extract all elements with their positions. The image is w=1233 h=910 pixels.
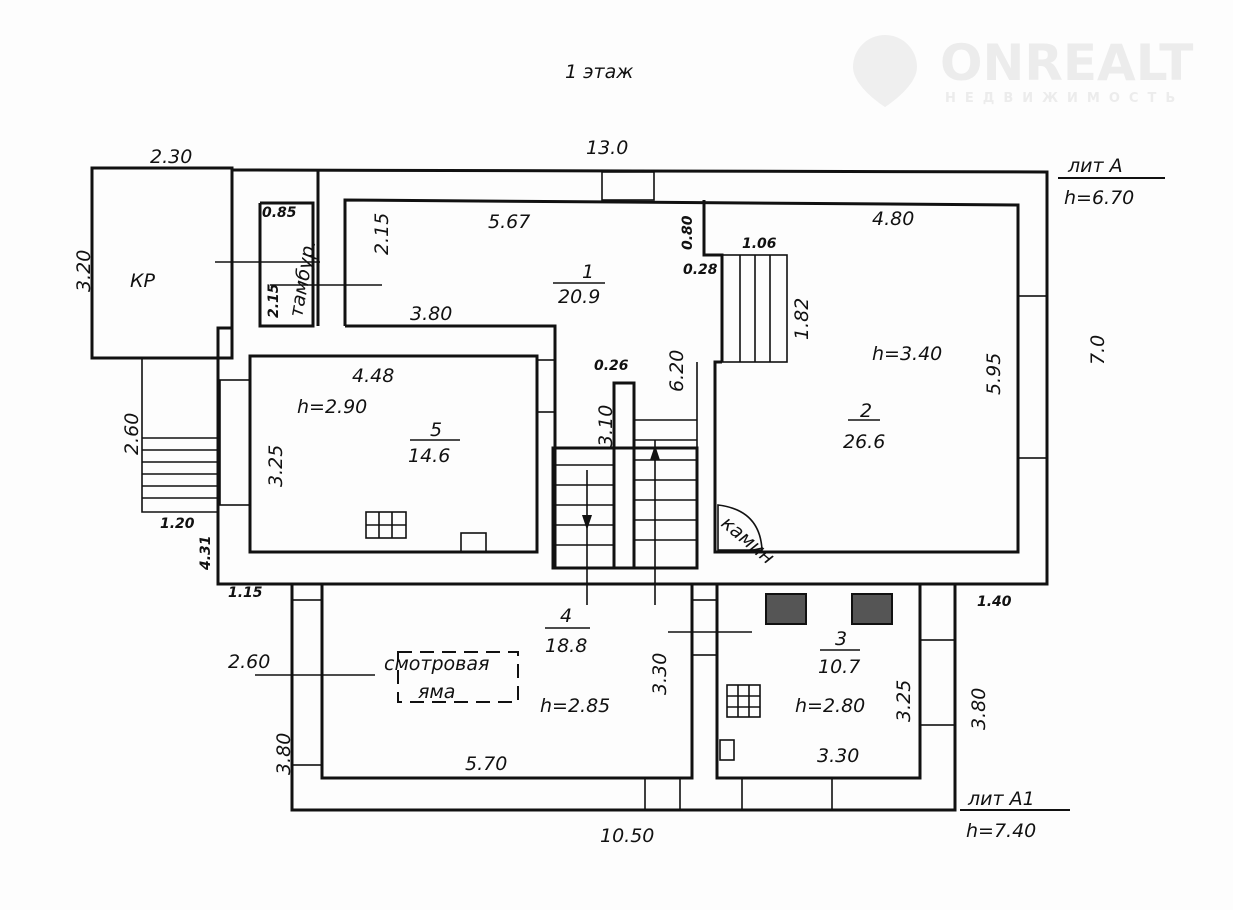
- dim-kr-depth: 3.20: [73, 250, 95, 292]
- plan-shape: [551, 446, 699, 570]
- dim-r3-h: 3.25: [893, 680, 915, 722]
- dim-r3-w: 3.30: [817, 745, 859, 767]
- dim-a1-offset-left: 1.15: [228, 585, 263, 601]
- dim-r4-h: 3.30: [649, 653, 671, 695]
- watermark: ONREALT НЕДВИЖИМОСТЬ: [853, 34, 1193, 107]
- door: [536, 359, 556, 413]
- room-3-area: 10.7: [818, 656, 860, 678]
- dim-r2-h: 5.95: [983, 353, 1005, 395]
- plan-shape: [726, 684, 761, 718]
- dim-bottom-total: 10.50: [600, 825, 654, 847]
- room-4-height: h=2.85: [540, 695, 610, 717]
- watermark-tagline: НЕДВИЖИМОСТЬ: [945, 91, 1184, 106]
- kr-outline: [90, 166, 234, 360]
- window: [601, 171, 655, 201]
- lit-a1-label: лит А1: [967, 788, 1035, 810]
- dim-r2-w: 4.80: [872, 208, 914, 230]
- boiler-icon: [460, 532, 487, 553]
- door: [691, 599, 718, 656]
- dim-stair-len: 1.82: [791, 298, 813, 340]
- lit-a-height: h=6.70: [1064, 187, 1134, 209]
- room-2-number: 2: [860, 400, 872, 422]
- stove-icon: [726, 684, 761, 718]
- room-4-area: 18.8: [545, 635, 587, 657]
- dim-right-total: 7.0: [1087, 335, 1109, 365]
- walls: [90, 166, 1165, 812]
- window: [219, 379, 251, 506]
- plan-shape: [582, 515, 592, 530]
- watermark-brand: ONREALT: [940, 34, 1193, 92]
- room-3-height: h=2.80: [795, 695, 865, 717]
- room-1-area: 20.9: [558, 286, 600, 308]
- window: [291, 599, 323, 766]
- plan-shape: [702, 200, 724, 362]
- porch-stairs: [141, 358, 218, 513]
- room-5-height: h=2.90: [297, 396, 367, 418]
- dim-kr-width: 2.30: [150, 146, 192, 168]
- plan-shape: [141, 358, 218, 513]
- dim-porch-w: 1.20: [160, 516, 195, 532]
- plan-shape: [320, 582, 694, 780]
- plan-shape: [216, 168, 1049, 586]
- gate: [741, 777, 833, 811]
- dim-pit-depth: 2.60: [228, 651, 270, 673]
- dim-stair-w: 1.06: [742, 236, 777, 252]
- room-5-area: 14.6: [408, 445, 450, 467]
- room-2-area: 26.6: [843, 431, 885, 453]
- inspection-pit-label: смотровая: [384, 653, 489, 675]
- dim-stair-run: 3.10: [595, 405, 617, 447]
- room-kr-label: КР: [130, 270, 155, 292]
- room-1-number: 1: [582, 261, 594, 283]
- dim-niche-w: 0.28: [683, 262, 718, 278]
- dim-porch-len: 2.60: [121, 413, 143, 455]
- dim-r1-h: 2.15: [371, 213, 393, 255]
- room-5-number: 5: [430, 419, 442, 441]
- room-4-number: 4: [560, 605, 572, 627]
- fireplace-label: камин: [717, 512, 779, 569]
- plan-shape: [258, 201, 315, 328]
- dim-vest-width: 0.85: [262, 205, 297, 221]
- dim-top-total: 13.0: [586, 137, 628, 159]
- dim-a1-left: 3.80: [273, 733, 295, 775]
- window: [1017, 295, 1048, 459]
- dim-left-total: 4.31: [198, 535, 214, 571]
- stove-icon: [365, 511, 407, 539]
- inspection-pit-label-2: яма: [418, 681, 455, 703]
- inspection-pit-outline: [397, 651, 519, 703]
- watermark-logo-icon: [853, 35, 917, 107]
- hatched-block: [765, 593, 807, 625]
- plan-shape: [612, 381, 636, 570]
- dim-r4-w: 5.70: [465, 753, 507, 775]
- plan-title: 1 этаж: [565, 61, 633, 83]
- plan-shape: [650, 445, 660, 460]
- dim-niche-h: 0.80: [680, 215, 696, 250]
- plan-shape: [345, 324, 557, 568]
- vestibule-label: тамбур.: [285, 238, 320, 319]
- dim-a1-offset-right: 1.40: [977, 594, 1012, 610]
- dim-a1-right: 3.80: [968, 688, 990, 730]
- fireplace-icon: [717, 504, 763, 551]
- room-3-number: 3: [835, 628, 847, 650]
- window: [919, 639, 956, 726]
- dim-r1-top: 5.67: [488, 211, 530, 233]
- dim-vest-height: 2.15: [266, 283, 282, 318]
- lit-a1-height: h=7.40: [966, 820, 1036, 842]
- gate: [644, 777, 681, 811]
- dim-r5-h: 3.25: [265, 445, 287, 487]
- lit-a-label: лит А: [1067, 155, 1123, 177]
- dim-stair-gap: 0.26: [594, 358, 629, 374]
- plan-shape: [343, 198, 1020, 554]
- meter-icon: [719, 739, 735, 761]
- room-2-height: h=3.40: [872, 343, 942, 365]
- hatched-block: [851, 593, 893, 625]
- dim-r1-len: 6.20: [666, 350, 688, 392]
- dim-r1-bottom: 3.80: [410, 303, 452, 325]
- labels: 1 этаж лит А h=6.70 лит А1 h=7.40 КР там…: [73, 61, 1134, 847]
- dim-r5-w: 4.48: [352, 365, 394, 387]
